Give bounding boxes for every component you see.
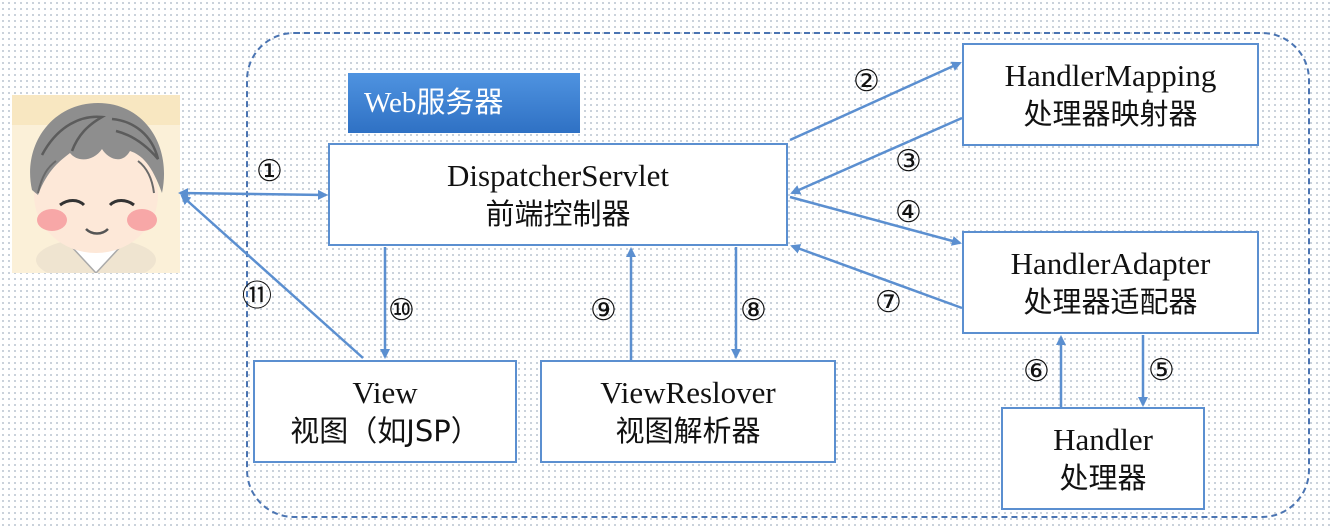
- view-resolver-title: ViewReslover: [600, 374, 776, 410]
- handler-mapping-box: HandlerMapping 处理器映射器: [962, 43, 1259, 146]
- dispatcher-servlet-subtitle: 前端控制器: [485, 196, 631, 231]
- step-5-label: ⑤: [1148, 353, 1175, 388]
- arrow-step-4: [789, 195, 962, 246]
- web-server-label: Web服务器: [348, 73, 580, 133]
- view-box: View 视图（如JSP）: [253, 360, 517, 463]
- dispatcher-servlet-title: DispatcherServlet: [446, 157, 670, 193]
- handler-mapping-title: HandlerMapping: [1004, 57, 1217, 93]
- step-9-label: ⑨: [590, 293, 617, 328]
- step-3-label: ③: [895, 144, 922, 179]
- step-7-label: ⑦: [875, 285, 902, 320]
- step-6-label: ⑥: [1023, 354, 1050, 389]
- view-resolver-subtitle: 视图解析器: [615, 413, 761, 448]
- dispatcher-servlet-box: DispatcherServlet 前端控制器: [328, 143, 788, 246]
- arrow-step-7: [790, 244, 963, 310]
- step-4-label: ④: [895, 195, 922, 230]
- handler-title: Handler: [1053, 421, 1153, 457]
- step-10-label: ⑩: [388, 293, 415, 328]
- handler-mapping-subtitle: 处理器映射器: [1023, 96, 1198, 131]
- step-11-label: ⑪: [242, 279, 272, 314]
- user-avatar-icon: [12, 95, 180, 273]
- step-2-label: ②: [853, 64, 880, 99]
- view-resolver-box: ViewReslover 视图解析器: [540, 360, 836, 463]
- view-title: View: [352, 374, 418, 410]
- arrow-step-1: [178, 188, 328, 200]
- step-1-label: ①: [256, 154, 283, 189]
- view-subtitle: 视图（如JSP）: [290, 413, 480, 448]
- arrow-step-3: [790, 116, 963, 195]
- handler-subtitle: 处理器: [1059, 460, 1147, 495]
- handler-adapter-title: HandlerAdapter: [1010, 245, 1211, 281]
- handler-adapter-subtitle: 处理器适配器: [1023, 284, 1198, 319]
- arrow-step-11: [180, 194, 364, 359]
- step-8-label: ⑧: [740, 293, 767, 328]
- handler-adapter-box: HandlerAdapter 处理器适配器: [962, 231, 1259, 334]
- web-server-boundary: [246, 32, 1310, 518]
- arrow-step-2: [789, 61, 962, 142]
- handler-box: Handler 处理器: [1001, 407, 1205, 510]
